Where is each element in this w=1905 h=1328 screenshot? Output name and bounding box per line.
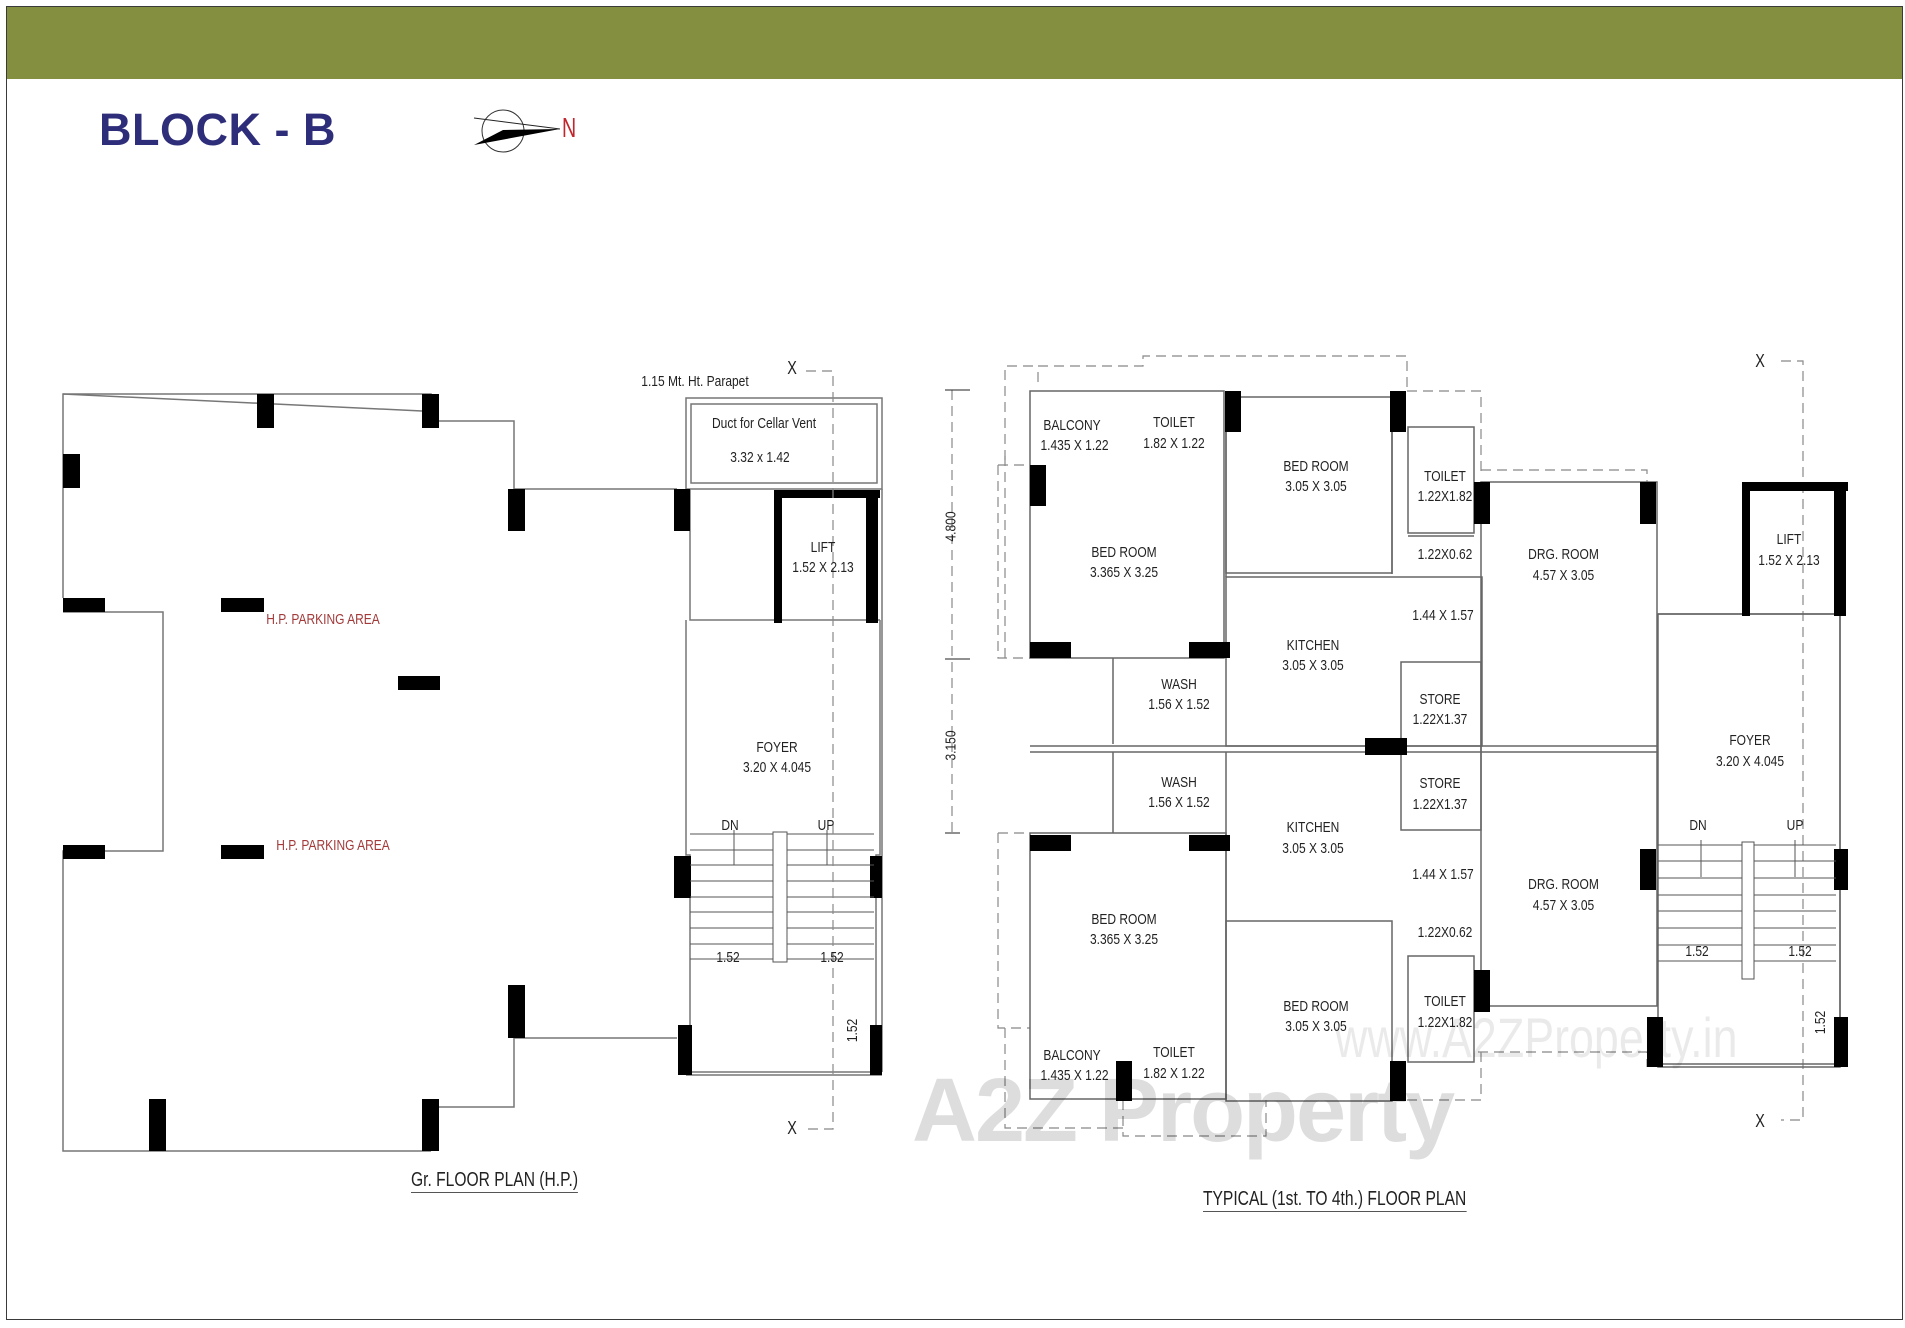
room-size-passage-1: 1.22X0.62: [1417, 546, 1473, 563]
room-size-lift-typical: 1.52 X 2.13: [1758, 552, 1820, 569]
room-size-wash-1: 1.56 X 1.52: [1148, 696, 1210, 713]
room-label-drawing-1: DRG. ROOM: [1528, 546, 1599, 563]
stair-dn-label-typical: DN: [1689, 817, 1707, 834]
ground-floor-caption: Gr. FLOOR PLAN (H.P.): [411, 1169, 579, 1193]
room-size-foyer: 3.20 X 4.045: [742, 759, 812, 776]
north-label: N: [562, 112, 577, 143]
room-label-bedroom-2: BED ROOM: [1091, 544, 1157, 561]
room-label-bedroom-3: BED ROOM: [1091, 911, 1157, 928]
room-size-drawing-2: 4.57 X 3.05: [1532, 897, 1595, 914]
room-label-wash-1: WASH: [1161, 676, 1197, 693]
room-size-lift: 1.52 X 2.13: [792, 559, 854, 576]
stair-width-left-typical: 1.52: [1685, 943, 1709, 960]
page-frame: [6, 6, 1903, 1320]
room-size-passage-2: 1.22X0.62: [1417, 924, 1473, 941]
room-label-kitchen-1: KITCHEN: [1286, 637, 1340, 654]
stair-landing-dim-typical: 1.52: [1812, 1010, 1830, 1035]
room-size-wash-2: 1.56 X 1.52: [1148, 794, 1210, 811]
room-size-kitchen-1: 3.05 X 3.05: [1282, 657, 1344, 674]
room-size-bedroom-2: 3.365 X 3.25: [1089, 564, 1159, 581]
room-label-bedroom-4: BED ROOM: [1283, 998, 1349, 1015]
section-marker-bottom: X: [787, 1118, 797, 1138]
room-size-lobby-1: 1.44 X 1.57: [1412, 607, 1474, 624]
stair-dn-label: DN: [721, 817, 739, 834]
room-size-store-1: 1.22X1.37: [1412, 711, 1468, 728]
header-bar: [7, 7, 1903, 79]
room-label-kitchen-2: KITCHEN: [1286, 819, 1340, 836]
room-label-parking-2: H.P. PARKING AREA: [276, 837, 390, 854]
section-marker-top-typical: X: [1755, 351, 1765, 371]
room-label-toilet-1: TOILET: [1153, 414, 1195, 431]
room-size-toilet-3: 1.22X1.82: [1417, 1014, 1473, 1031]
section-marker-top: X: [787, 358, 797, 378]
room-label-toilet-4: TOILET: [1153, 1044, 1195, 1061]
room-size-bedroom-4: 3.05 X 3.05: [1285, 1018, 1347, 1035]
section-marker-bottom-typical: X: [1755, 1111, 1765, 1131]
stair-width-right-typical: 1.52: [1788, 943, 1812, 960]
typical-floor-caption: TYPICAL (1st. TO 4th.) FLOOR PLAN: [1203, 1188, 1467, 1212]
room-label-lift: LIFT: [810, 539, 836, 556]
room-size-bedroom-1: 3.05 X 3.05: [1285, 478, 1347, 495]
room-label-duct: Duct for Cellar Vent: [712, 415, 817, 432]
room-label-lift-typical: LIFT: [1776, 531, 1802, 548]
stair-width-right: 1.52: [820, 949, 844, 966]
room-label-bedroom-1: BED ROOM: [1283, 458, 1349, 475]
room-label-store-2: STORE: [1419, 775, 1461, 792]
stair-width-left: 1.52: [716, 949, 740, 966]
room-size-drawing-1: 4.57 X 3.05: [1532, 567, 1595, 584]
room-label-drawing-2: DRG. ROOM: [1528, 876, 1599, 893]
room-size-toilet-2: 1.22X1.82: [1417, 488, 1473, 505]
watermark-logo: A2Z Property: [912, 1061, 1455, 1161]
watermark-url: www.A2ZProperty.in: [1335, 1006, 1738, 1069]
room-size-balcony-1: 1.435 X 1.22: [1040, 437, 1109, 454]
stair-landing-dim: 1.52: [844, 1018, 862, 1043]
room-label-balcony-1: BALCONY: [1043, 417, 1101, 434]
room-label-store-1: STORE: [1419, 691, 1461, 708]
room-size-duct: 3.32 x 1.42: [730, 449, 790, 466]
room-size-balcony-2: 1.435 X 1.22: [1040, 1067, 1109, 1084]
stair-up-label-typical: UP: [1786, 817, 1804, 834]
room-label-toilet-2: TOILET: [1424, 468, 1466, 485]
parapet-note: 1.15 Mt. Ht. Parapet: [641, 373, 749, 390]
room-label-parking-1: H.P. PARKING AREA: [266, 611, 380, 628]
page-title: BLOCK - B: [99, 104, 336, 155]
room-size-kitchen-2: 3.05 X 3.05: [1282, 840, 1344, 857]
dimension-lower: 3.150: [942, 730, 960, 761]
room-label-foyer: FOYER: [756, 739, 798, 756]
room-label-toilet-3: TOILET: [1424, 993, 1466, 1010]
room-size-toilet-4: 1.82 X 1.22: [1143, 1065, 1205, 1082]
stair-up-label: UP: [817, 817, 835, 834]
room-size-store-2: 1.22X1.37: [1412, 796, 1468, 813]
room-size-toilet-1: 1.82 X 1.22: [1143, 435, 1205, 452]
dimension-upper: 4.800: [942, 511, 960, 542]
compass-icon: [473, 109, 561, 153]
room-label-foyer-typical: FOYER: [1729, 732, 1771, 749]
room-size-bedroom-3: 3.365 X 3.25: [1089, 931, 1159, 948]
room-size-lobby-2: 1.44 X 1.57: [1412, 866, 1474, 883]
room-size-foyer-typical: 3.20 X 4.045: [1715, 753, 1785, 770]
room-label-wash-2: WASH: [1161, 774, 1197, 791]
room-label-balcony-2: BALCONY: [1043, 1047, 1101, 1064]
